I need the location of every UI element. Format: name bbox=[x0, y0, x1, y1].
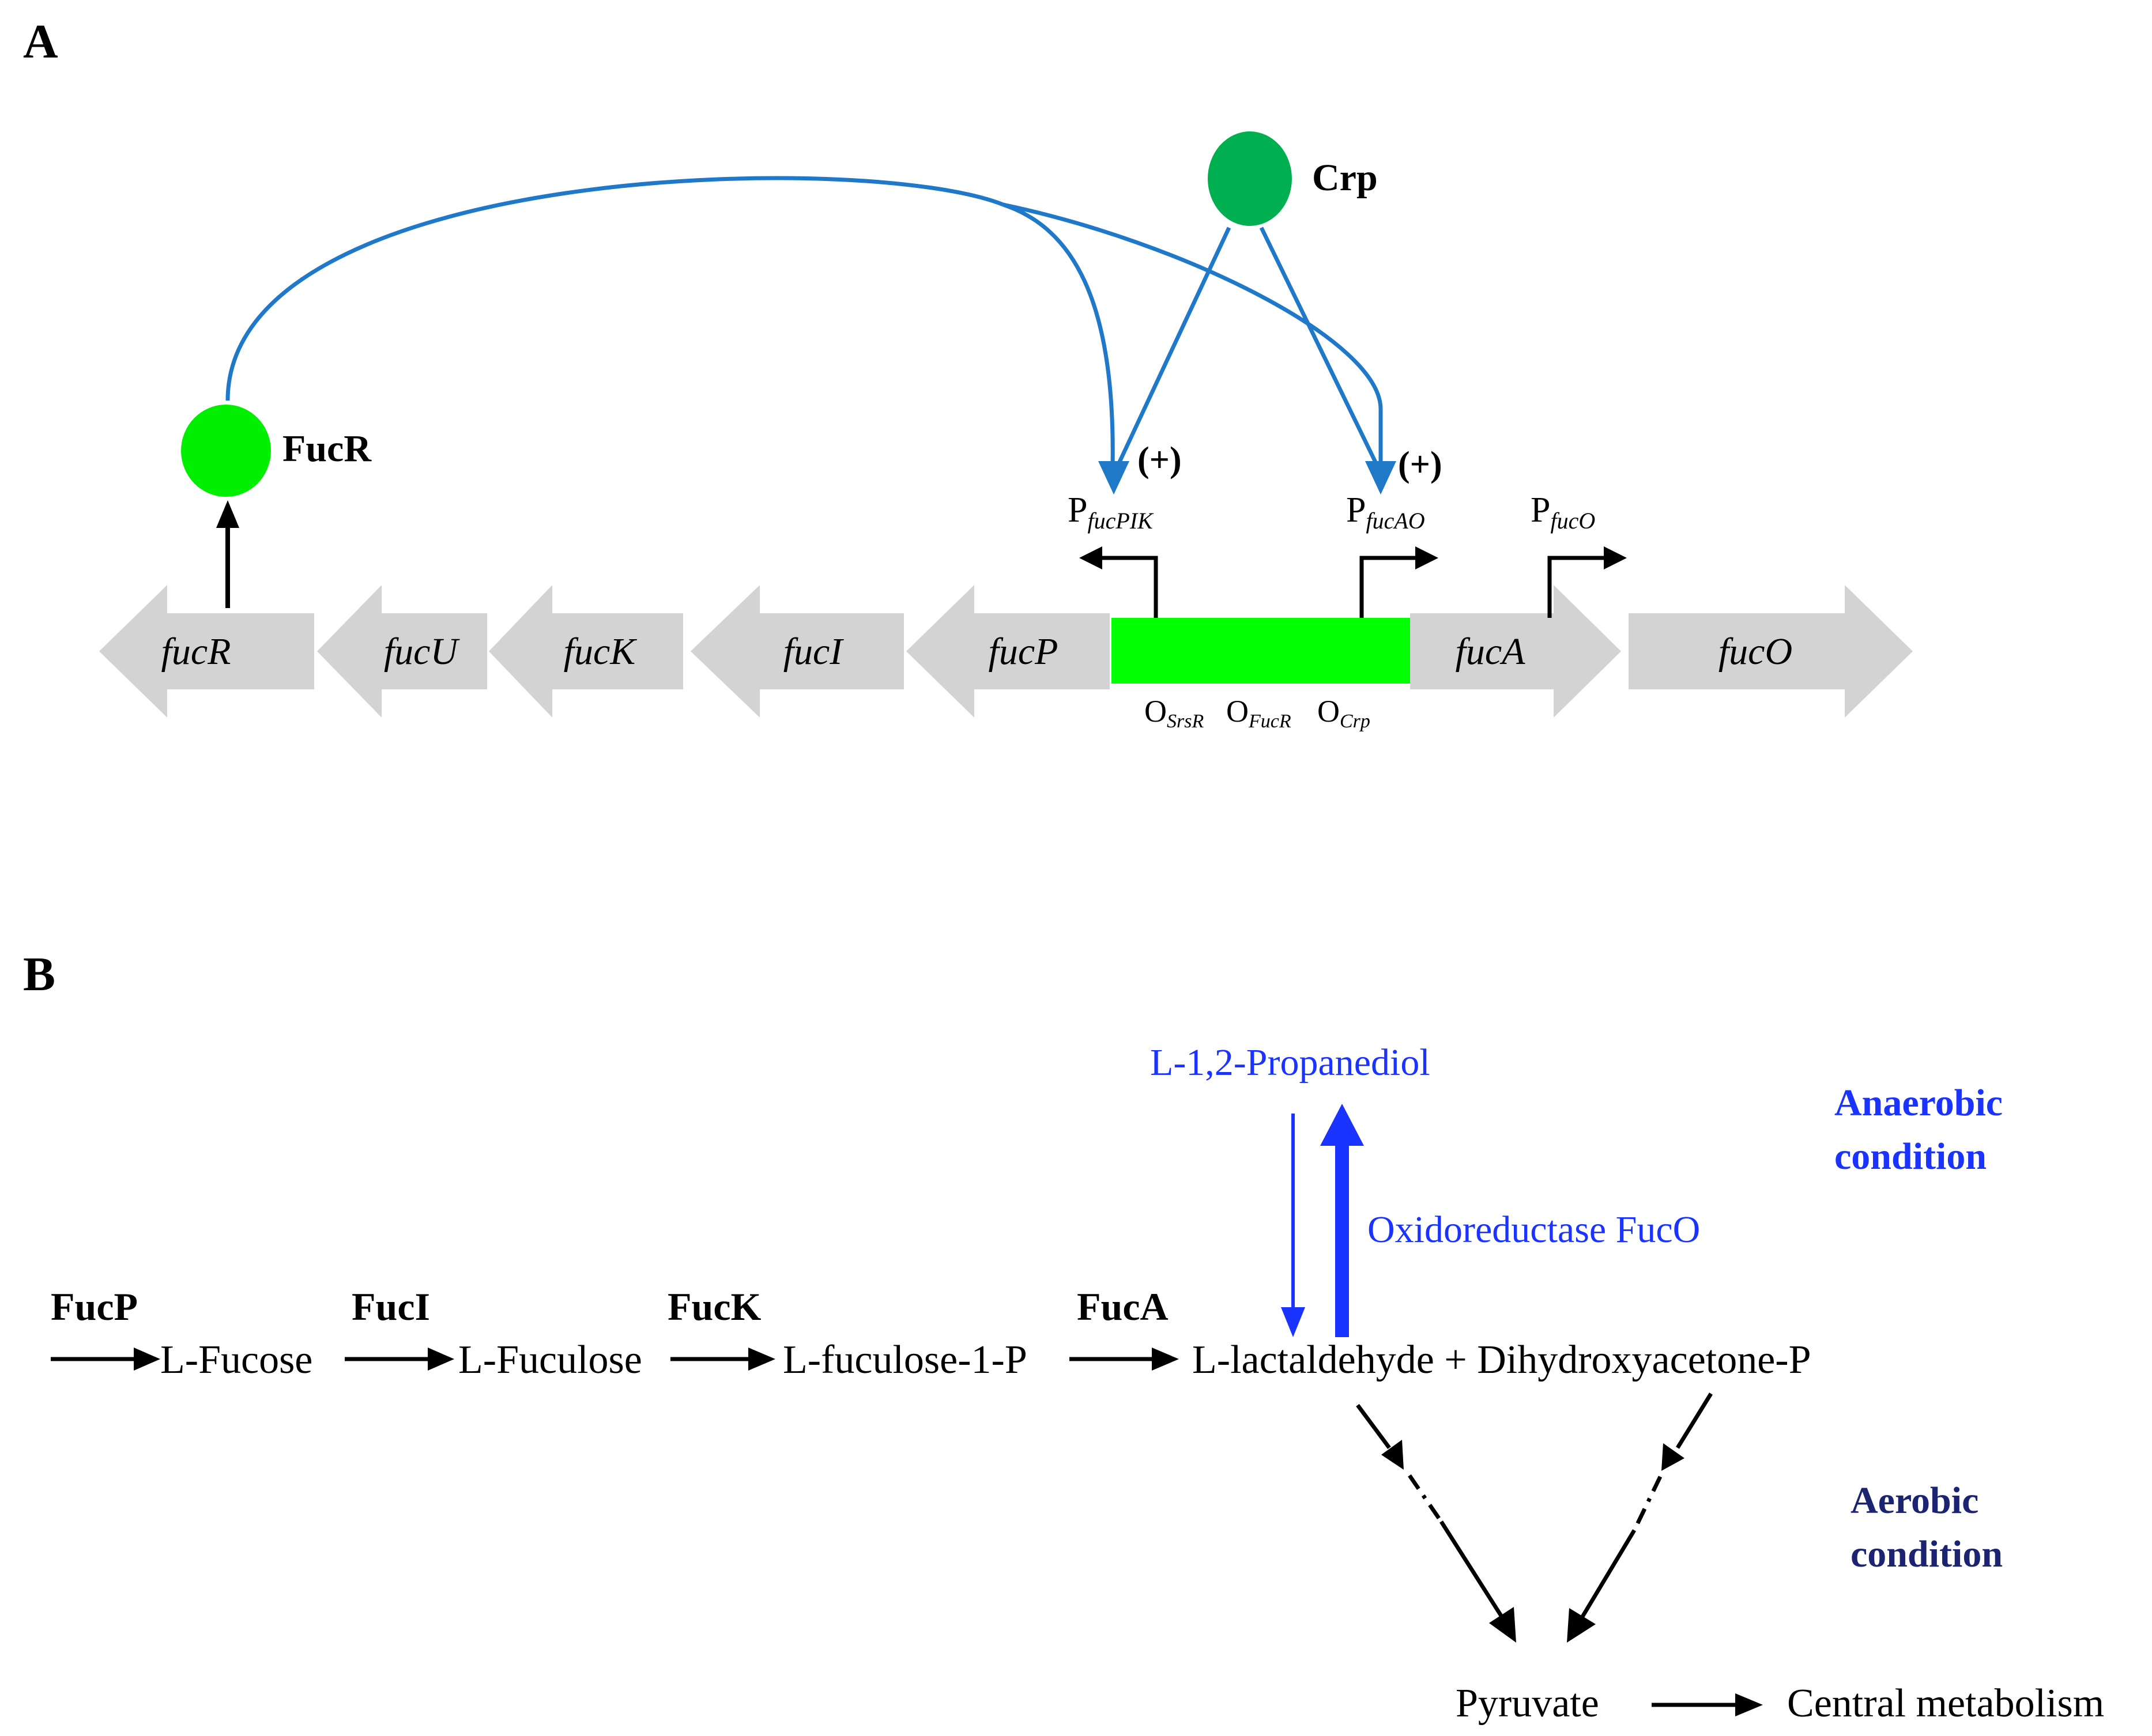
metabolite-l-fuculose: L-Fuculose bbox=[458, 1338, 642, 1382]
promoter-fucao-head bbox=[1415, 546, 1438, 569]
enzyme-fucp: FucP bbox=[51, 1285, 138, 1329]
crp-protein-label: Crp bbox=[1312, 157, 1378, 199]
gene-label: fucP bbox=[989, 631, 1058, 673]
regulation-lines bbox=[225, 176, 1383, 468]
gene-label: fucA bbox=[1456, 631, 1526, 673]
arrow-head bbox=[1567, 1608, 1596, 1643]
gene-arrow-fucK: fucK bbox=[489, 585, 683, 718]
oxidoreductase-label: Oxidoreductase FucO bbox=[1367, 1209, 1700, 1251]
gene-label: fucR bbox=[161, 631, 231, 673]
arrow-head bbox=[1281, 1307, 1305, 1337]
gene-arrow-fucA: fucA bbox=[1410, 585, 1621, 718]
fucr-protein-circle bbox=[181, 405, 271, 497]
arrow-head bbox=[134, 1348, 160, 1371]
aerobic-condition-line1: Aerobic bbox=[1851, 1480, 1978, 1522]
aerobic-condition-line2: condition bbox=[1851, 1533, 2003, 1575]
promoter-fucpik-arrow bbox=[1101, 556, 1158, 618]
aerobic-path-arrows bbox=[1356, 1392, 1713, 1618]
lactaldehyde-to-propanediol-arrow bbox=[1335, 1144, 1349, 1337]
gene-arrow-fucU: fucU bbox=[317, 585, 487, 718]
gene-label: fucK bbox=[564, 631, 638, 673]
panel-b-label: B bbox=[23, 948, 55, 1001]
operator-srsr: OSrsR bbox=[1144, 694, 1204, 732]
gene-arrow-fucR: fucR bbox=[99, 585, 314, 718]
operator-labels: OSrsR OFucR OCrp bbox=[1144, 694, 1370, 732]
promoter-fuco-arrow bbox=[1547, 556, 1604, 618]
gene-arrow-fucO: fucO bbox=[1629, 585, 1913, 718]
panel-a-label: A bbox=[23, 15, 58, 69]
arrow-head bbox=[1489, 1607, 1516, 1643]
arrow-head bbox=[1661, 1443, 1684, 1471]
fucr-regulation-trunk bbox=[225, 176, 1004, 401]
arrowhead-pfucao bbox=[1365, 461, 1396, 495]
enzyme-fuck: FucK bbox=[668, 1285, 762, 1329]
arrow-head bbox=[1735, 1693, 1763, 1716]
promoter-fucao-label: PfucAO bbox=[1346, 490, 1425, 534]
promoter-fucao-arrow bbox=[1359, 556, 1415, 618]
promoter-fuco-label: PfucO bbox=[1531, 490, 1595, 534]
activation-mark-pik: (+) bbox=[1137, 440, 1182, 480]
arrow-head bbox=[1152, 1348, 1179, 1371]
crp-to-pfucpik bbox=[1115, 227, 1231, 468]
intergenic-regulatory-region bbox=[1111, 618, 1410, 684]
anaerobic-condition-line2: condition bbox=[1834, 1135, 1987, 1178]
enzyme-fuca: FucA bbox=[1077, 1285, 1169, 1329]
metabolite-propanediol: L-1,2-Propanediol bbox=[1150, 1041, 1430, 1084]
promoter-fuco-head bbox=[1604, 546, 1627, 569]
gene-arrow-fucI: fucI bbox=[691, 585, 904, 718]
promoter-fucpik-label: PfucPIK bbox=[1068, 490, 1154, 534]
crp-to-pfucao bbox=[1259, 227, 1380, 468]
arrowhead-pfucpik bbox=[1098, 461, 1129, 495]
operator-fucr: OFucR bbox=[1226, 694, 1291, 732]
gene-label: fucU bbox=[384, 631, 461, 673]
fucr-to-pfucao bbox=[1002, 202, 1383, 467]
arrow-head bbox=[748, 1348, 775, 1371]
anaerobic-condition-line1: Anaerobic bbox=[1834, 1082, 2003, 1124]
activation-mark-ao: (+) bbox=[1398, 445, 1442, 484]
metabolite-l-fuculose-1p: L-fuculose-1-P bbox=[783, 1338, 1027, 1382]
crp-protein-circle bbox=[1208, 131, 1292, 226]
gene-arrow-fucP: fucP bbox=[906, 585, 1110, 718]
fucr-to-pfucpik bbox=[1002, 202, 1115, 467]
arrow-head bbox=[428, 1348, 454, 1371]
arrow-head bbox=[1320, 1104, 1364, 1146]
arrow-head bbox=[1381, 1440, 1404, 1470]
gene-label: fucI bbox=[783, 631, 845, 673]
promoter-fucpik-head bbox=[1079, 546, 1102, 569]
central-metabolism: Central metabolism bbox=[1787, 1681, 2104, 1726]
operator-crp: OCrp bbox=[1317, 694, 1370, 732]
metabolite-l-fucose: L-Fucose bbox=[160, 1338, 312, 1382]
enzyme-fuci: FucI bbox=[352, 1285, 430, 1329]
metabolite-pyruvate: Pyruvate bbox=[1456, 1681, 1599, 1726]
fucr-protein-label: FucR bbox=[282, 428, 372, 470]
fucr-expression-arrow-head bbox=[216, 500, 239, 528]
gene-label: fucO bbox=[1718, 631, 1792, 673]
metabolite-products: L-lactaldehyde + Dihydroxyacetone-P bbox=[1192, 1338, 1811, 1382]
